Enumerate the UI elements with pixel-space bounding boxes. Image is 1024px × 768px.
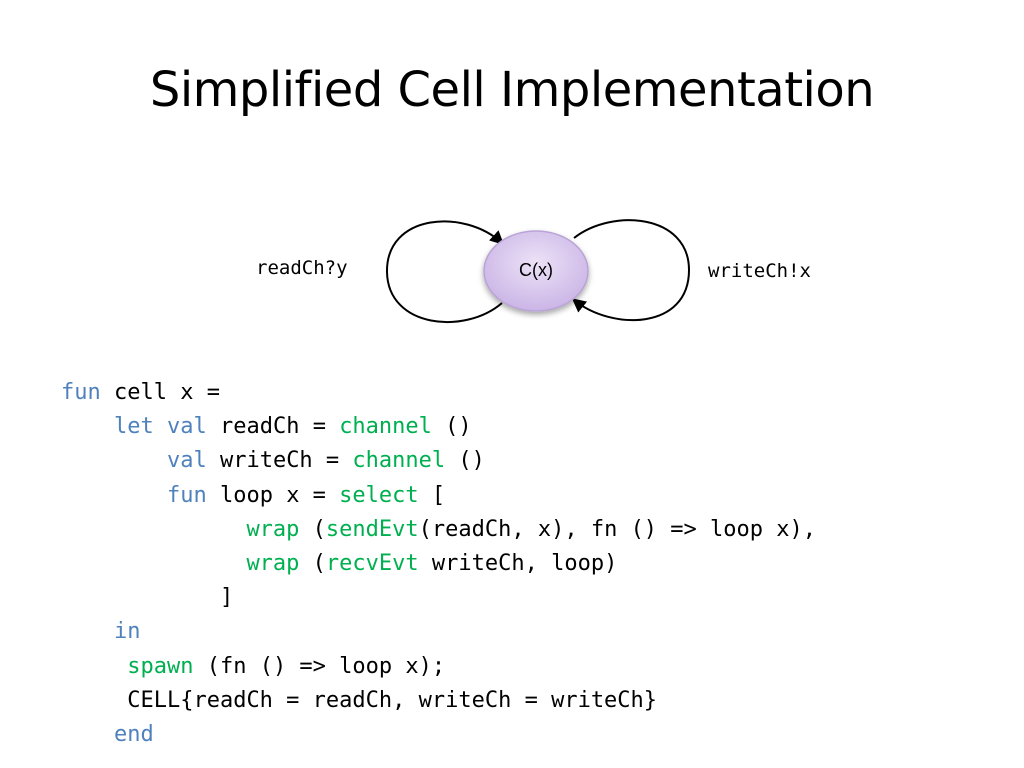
code-indent xyxy=(61,688,127,713)
code-text: readCh = xyxy=(206,414,340,440)
read-loop-arrow xyxy=(385,220,505,323)
cell-node-label: C(x) xyxy=(519,260,553,280)
code-text: (readCh, x), fn () => loop x), xyxy=(418,516,816,542)
code-text: ( xyxy=(299,550,326,576)
code-builtin: recvEvt xyxy=(325,550,419,576)
code-indent xyxy=(61,551,246,576)
code-line: val writeCh = channel () xyxy=(61,444,816,478)
code-builtin: wrap xyxy=(246,550,300,576)
code-builtin: wrap xyxy=(246,516,300,542)
code-keyword: end xyxy=(113,721,154,747)
code-text: ( xyxy=(299,516,326,542)
diagram-canvas xyxy=(385,219,691,323)
cell-node xyxy=(483,230,589,312)
state-diagram: C(x) readCh?y writeCh!x xyxy=(240,200,880,340)
code-text: [ xyxy=(418,482,446,508)
code-indent xyxy=(61,448,167,473)
code-builtin: select xyxy=(339,482,419,508)
code-line: fun loop x = select [ xyxy=(61,479,816,513)
code-text: writeCh = xyxy=(206,448,353,474)
code-keyword: val xyxy=(166,414,207,440)
code-line: in xyxy=(61,615,816,649)
slide-title: Simplified Cell Implementation xyxy=(149,62,875,118)
code-indent xyxy=(61,585,220,610)
code-text: cell x = xyxy=(100,380,220,405)
code-text: writeCh, loop) xyxy=(418,550,618,576)
code-builtin: channel xyxy=(352,448,446,474)
code-indent xyxy=(61,619,114,644)
code-line: end xyxy=(61,718,816,752)
code-indent xyxy=(61,414,114,439)
code-keyword: in xyxy=(113,619,141,645)
read-edge-label: readCh?y xyxy=(256,257,348,279)
code-keyword: let xyxy=(113,414,154,440)
code-builtin: channel xyxy=(339,414,432,440)
code-text: ] xyxy=(219,585,234,611)
code-line: let val readCh = channel () xyxy=(61,410,816,444)
code-indent xyxy=(61,517,246,542)
code-keyword: fun xyxy=(166,482,207,508)
code-line: ] xyxy=(61,581,816,615)
code-indent xyxy=(61,483,167,508)
code-line: wrap (sendEvt(readCh, x), fn () => loop … xyxy=(61,513,816,547)
code-line: wrap (recvEvt writeCh, loop) xyxy=(61,547,816,581)
code-line: CELL{readCh = readCh, writeCh = writeCh} xyxy=(61,684,816,718)
code-text: CELL{readCh = readCh, writeCh = writeCh} xyxy=(127,687,658,713)
code-text: (fn () => loop x); xyxy=(193,653,446,679)
write-edge-label: writeCh!x xyxy=(708,260,811,282)
code-line: fun cell x = xyxy=(61,376,816,410)
write-loop-arrow xyxy=(571,219,691,322)
code-block: fun cell x = let val readCh = channel ()… xyxy=(61,376,816,752)
code-text: loop x = xyxy=(206,482,340,508)
code-indent xyxy=(61,722,114,747)
code-keyword: fun xyxy=(61,380,101,405)
code-text: () xyxy=(431,414,472,440)
code-text xyxy=(154,414,167,439)
code-indent xyxy=(61,654,127,679)
code-keyword: val xyxy=(166,448,207,474)
code-text: () xyxy=(445,448,485,474)
code-line: spawn (fn () => loop x); xyxy=(61,650,816,684)
code-builtin: spawn xyxy=(127,653,194,679)
code-builtin: sendEvt xyxy=(325,516,419,542)
